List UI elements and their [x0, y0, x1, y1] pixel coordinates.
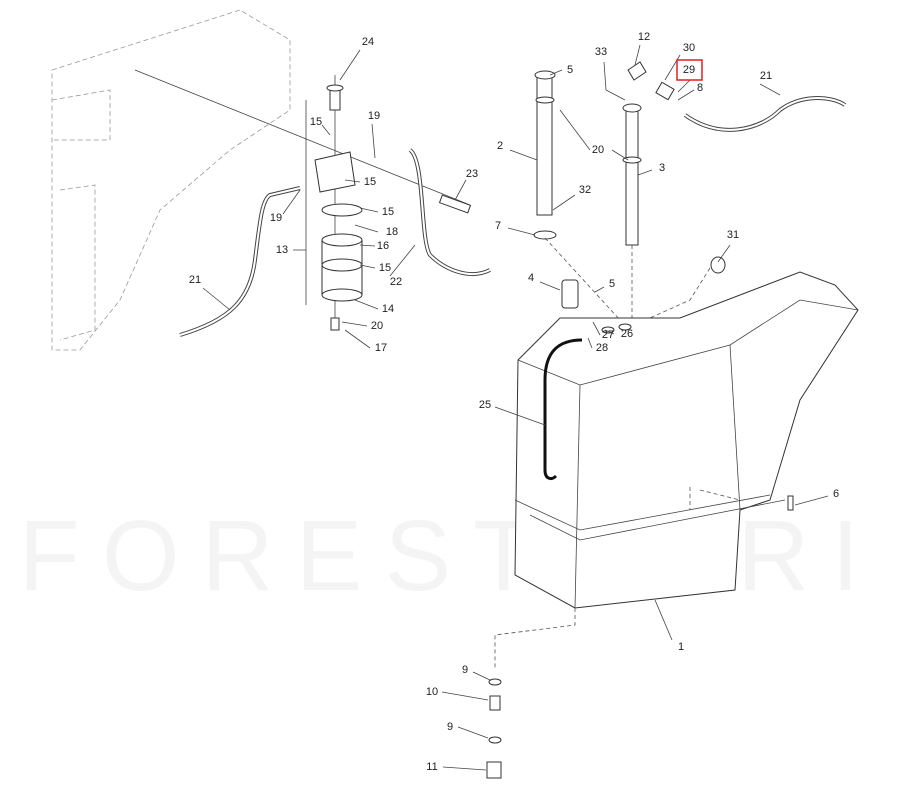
callout-32[interactable]: 32 [579, 184, 591, 196]
callout-1[interactable]: 1 [678, 641, 684, 653]
callout-20[interactable]: 20 [592, 144, 604, 156]
callout-18[interactable]: 18 [386, 226, 398, 238]
callout-31[interactable]: 31 [727, 229, 739, 241]
callout-28[interactable]: 28 [596, 342, 608, 354]
highlight-box [676, 59, 703, 81]
callouts: 24 15 19 15 19 15 18 16 13 15 23 22 21 1… [189, 31, 839, 773]
watermark: FORESTAGRI [19, 500, 882, 612]
callout-19[interactable]: 19 [368, 110, 380, 122]
callout-15[interactable]: 15 [364, 176, 376, 188]
callout-8[interactable]: 8 [697, 82, 703, 94]
callout-21[interactable]: 21 [189, 274, 201, 286]
fuel-tank [514, 271, 859, 609]
callout-14[interactable]: 14 [382, 303, 394, 315]
callout-5[interactable]: 5 [567, 64, 573, 76]
callout-17[interactable]: 17 [375, 342, 387, 354]
callout-21[interactable]: 21 [760, 70, 772, 82]
callout-5[interactable]: 5 [609, 278, 615, 290]
machine-frame [51, 9, 471, 351]
callout-19[interactable]: 19 [270, 212, 282, 224]
callout-15[interactable]: 15 [379, 262, 391, 274]
fuel-filter-assembly [305, 75, 363, 331]
callout-7[interactable]: 7 [495, 220, 501, 232]
callout-30[interactable]: 30 [683, 42, 695, 54]
drain-fittings [486, 608, 576, 779]
callout-9[interactable]: 9 [462, 664, 468, 676]
callout-12[interactable]: 12 [638, 31, 650, 43]
hoses [179, 96, 847, 337]
leader-lines [202, 44, 829, 771]
callout-25[interactable]: 25 [479, 399, 491, 411]
callout-26[interactable]: 26 [621, 328, 633, 340]
callout-3[interactable]: 3 [659, 162, 665, 174]
callout-6[interactable]: 6 [833, 488, 839, 500]
callout-16[interactable]: 16 [377, 240, 389, 252]
callout-13[interactable]: 13 [276, 244, 288, 256]
callout-23[interactable]: 23 [466, 168, 478, 180]
callout-11[interactable]: 11 [426, 761, 437, 773]
callout-4[interactable]: 4 [528, 272, 534, 284]
callout-2[interactable]: 2 [497, 140, 503, 152]
callout-22[interactable]: 22 [390, 276, 402, 288]
callout-24[interactable]: 24 [362, 36, 374, 48]
callout-27[interactable]: 27 [602, 329, 614, 341]
pickup-tubes [533, 61, 726, 322]
callout-33[interactable]: 33 [595, 46, 607, 58]
callout-15[interactable]: 15 [310, 116, 322, 128]
callout-20[interactable]: 20 [371, 320, 383, 332]
callout-29[interactable]: 29 [683, 64, 695, 76]
callout-10[interactable]: 10 [426, 686, 438, 698]
callout-9[interactable]: 9 [447, 721, 453, 733]
callout-15[interactable]: 15 [382, 206, 394, 218]
